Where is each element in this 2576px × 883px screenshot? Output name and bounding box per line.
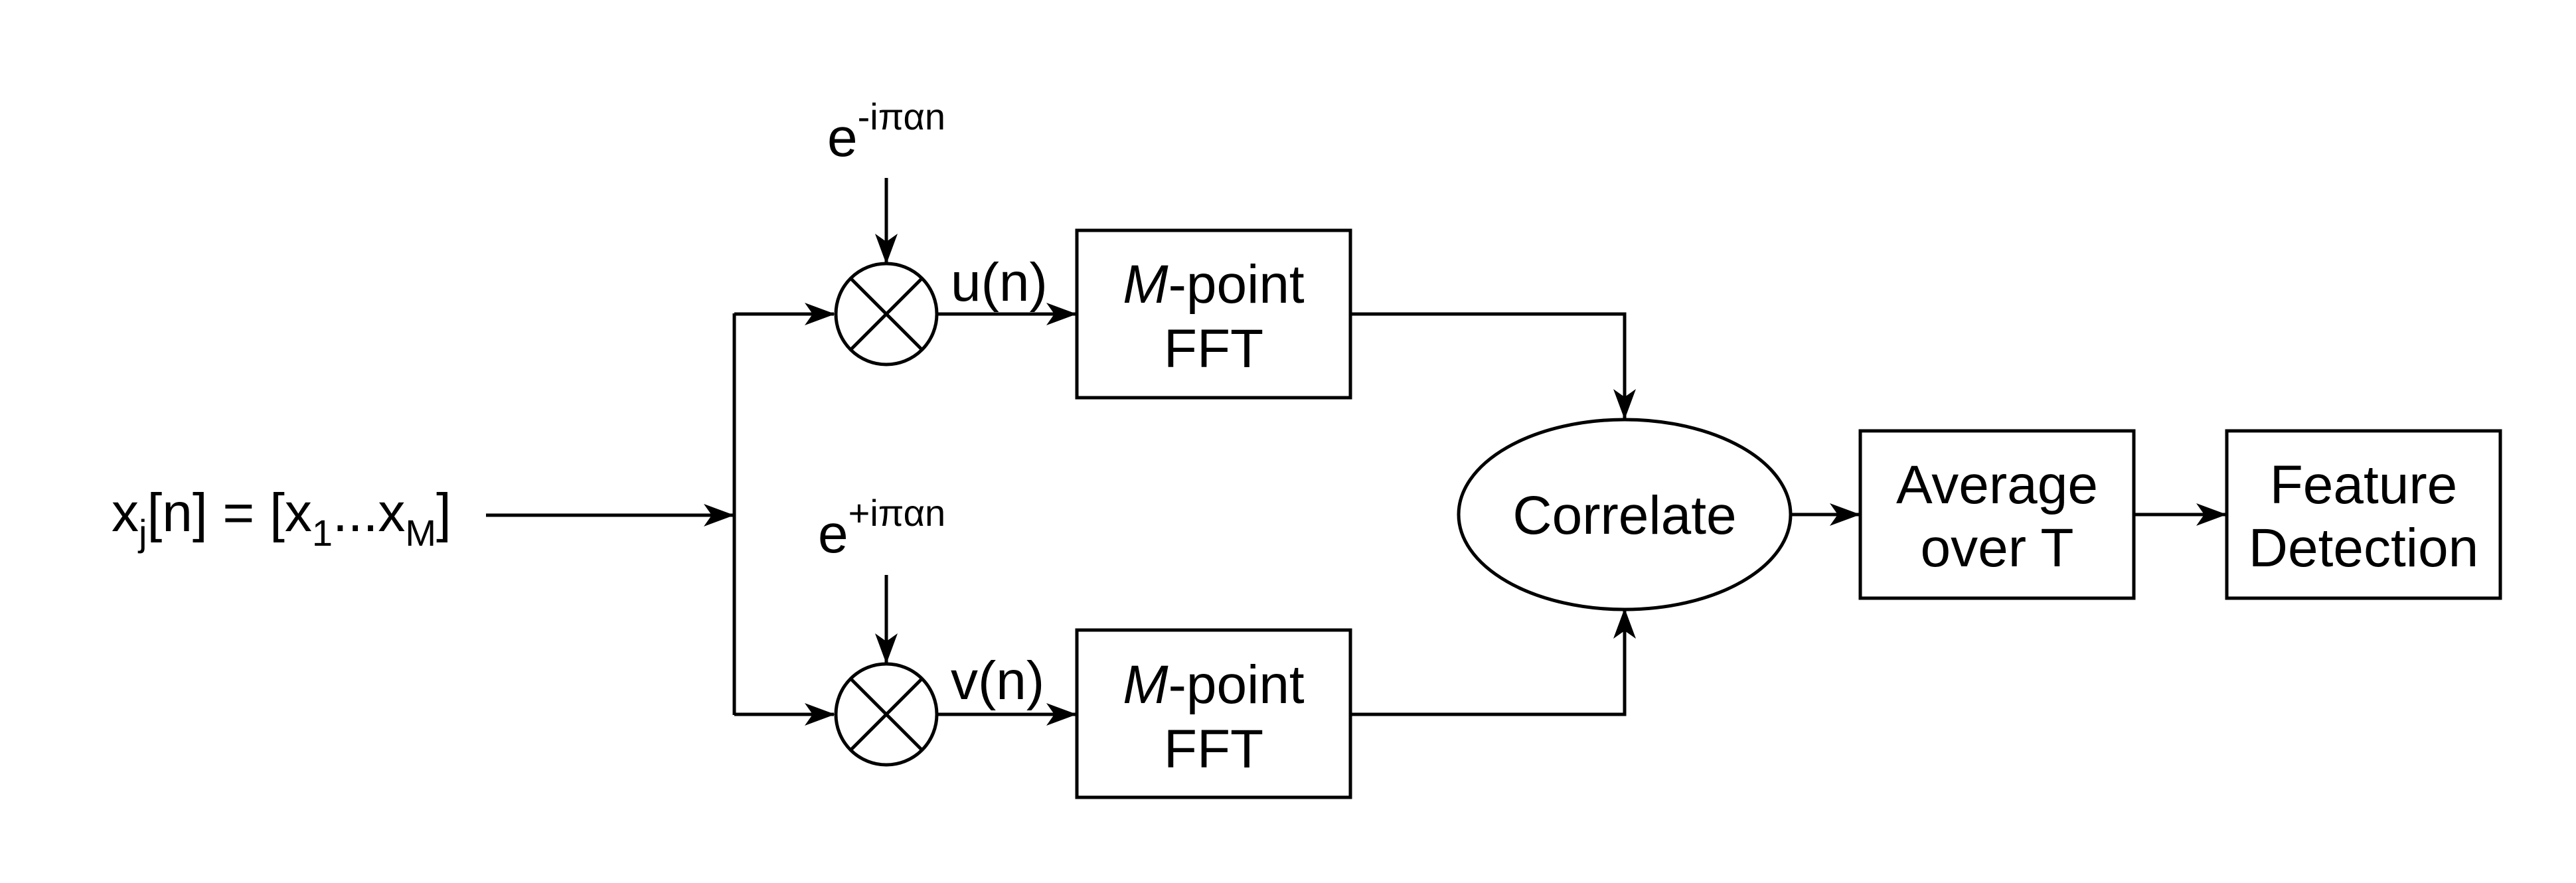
average-block — [1858, 429, 2136, 600]
upper-fft-block — [1075, 228, 1352, 400]
average-label-line2: over T — [1921, 518, 2074, 578]
input-signal-label: xj[n] = [x1...xM] — [112, 483, 451, 554]
lower-fft-to-correlate-wire — [1350, 608, 1636, 716]
upper-multiplier-circle-x-icon — [834, 262, 939, 366]
correlate-label: Correlate — [1512, 485, 1736, 546]
lower-signal-label: v(n) — [951, 651, 1044, 711]
lower-fft-label-line2: FFT — [1164, 719, 1263, 779]
feature-label-line2: Detection — [2249, 518, 2478, 578]
lower-exponential-label: e+iπαn — [818, 492, 945, 564]
average-label-line1: Average — [1896, 455, 2098, 515]
upper-fft-label-line2: FFT — [1164, 319, 1263, 379]
lower-multiplier-circle-x-icon — [834, 662, 939, 767]
upper-fft-to-correlate-wire — [1350, 312, 1636, 420]
upper-fft-label-line1: M-point — [1123, 254, 1305, 315]
upper-signal-label: u(n) — [951, 252, 1048, 313]
lower-fft-label-line1: M-point — [1123, 655, 1305, 715]
feature-detection-block — [2225, 429, 2502, 600]
lower-fft-block — [1075, 628, 1352, 799]
upper-exponential-label: e-iπαn — [827, 96, 945, 168]
feature-label-line1: Feature — [2270, 455, 2458, 515]
